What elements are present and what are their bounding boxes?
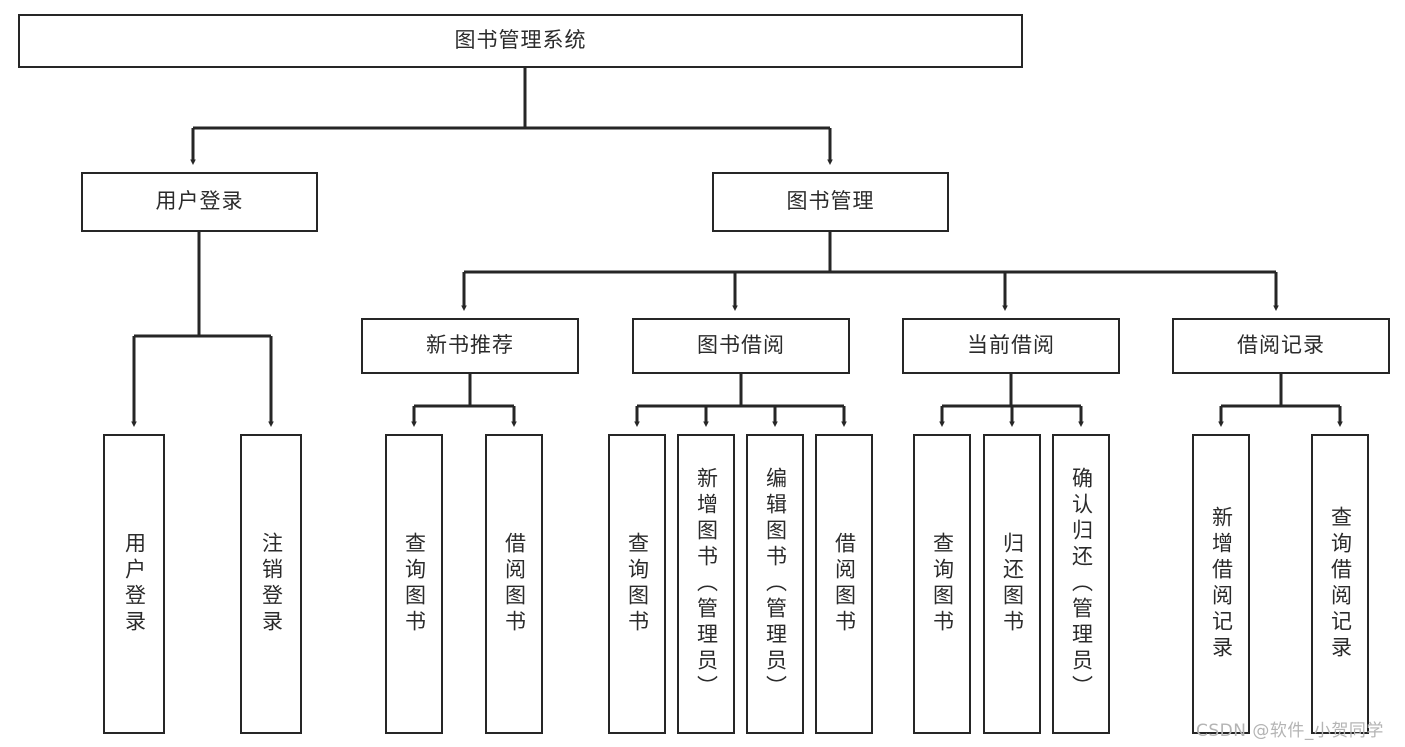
node-bookmgmt: 图书管理 [712, 172, 949, 232]
node-borrow: 图书借阅 [632, 318, 850, 374]
node-leaf-01: 用户登录 [103, 434, 165, 734]
node-leaf-13: 查询借阅记录 [1311, 434, 1369, 734]
node-records: 借阅记录 [1172, 318, 1390, 374]
watermark: CSDN @软件_小贺同学 [1196, 721, 1384, 741]
node-leaf-11: 确认归还（管理员） [1052, 434, 1110, 734]
node-leaf-06: 新增图书（管理员） [677, 434, 735, 734]
node-label: 借阅记录 [1237, 333, 1325, 358]
node-label: 借阅图书 [502, 532, 527, 636]
node-label: 图书借阅 [697, 333, 785, 358]
node-label: 用户登录 [155, 189, 244, 214]
node-label: 确认归还（管理员） [1069, 467, 1094, 701]
node-label: 图书管理系统 [454, 28, 587, 53]
node-leaf-05: 查询图书 [608, 434, 666, 734]
node-leaf-07: 编辑图书（管理员） [746, 434, 804, 734]
node-root: 图书管理系统 [18, 14, 1023, 68]
node-leaf-12: 新增借阅记录 [1192, 434, 1250, 734]
node-login: 用户登录 [81, 172, 318, 232]
node-label: 查询图书 [402, 532, 427, 636]
node-label: 归还图书 [1000, 532, 1025, 636]
node-label: 编辑图书（管理员） [763, 467, 788, 701]
node-leaf-02: 注销登录 [240, 434, 302, 734]
node-label: 当前借阅 [967, 333, 1055, 358]
node-label: 图书管理 [786, 189, 875, 214]
node-label: 用户登录 [122, 532, 147, 636]
node-label: 查询借阅记录 [1328, 506, 1353, 662]
node-label: 借阅图书 [832, 532, 857, 636]
node-leaf-09: 查询图书 [913, 434, 971, 734]
node-label: 新增借阅记录 [1209, 506, 1234, 662]
node-newbook: 新书推荐 [361, 318, 579, 374]
node-label: 查询图书 [930, 532, 955, 636]
node-current: 当前借阅 [902, 318, 1120, 374]
node-leaf-10: 归还图书 [983, 434, 1041, 734]
node-label: 注销登录 [259, 532, 284, 636]
node-leaf-03: 查询图书 [385, 434, 443, 734]
node-leaf-08: 借阅图书 [815, 434, 873, 734]
node-label: 新增图书（管理员） [694, 467, 719, 701]
node-label: 查询图书 [625, 532, 650, 636]
node-leaf-04: 借阅图书 [485, 434, 543, 734]
node-label: 新书推荐 [426, 333, 514, 358]
